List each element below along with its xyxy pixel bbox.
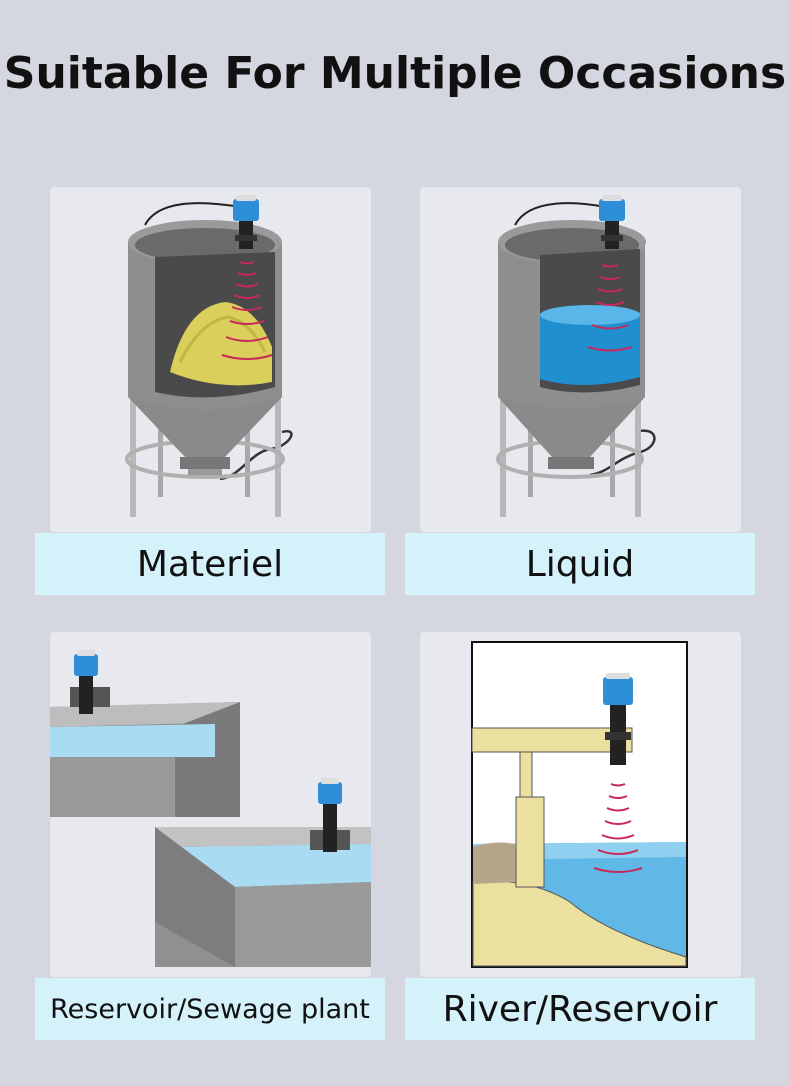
liquid-image: [420, 187, 741, 532]
reservoir-sewage-label: Reservoir/Sewage plant: [35, 978, 385, 1040]
materiel-image: [50, 187, 371, 532]
river-reservoir-label: River/Reservoir: [405, 978, 755, 1040]
page-title: Suitable For Multiple Occasions: [3, 48, 787, 99]
liquid-label: Liquid: [405, 533, 755, 595]
materiel-label: Materiel: [35, 533, 385, 595]
river-reservoir-image: [420, 632, 741, 977]
reservoir-sewage-image: [50, 632, 371, 977]
